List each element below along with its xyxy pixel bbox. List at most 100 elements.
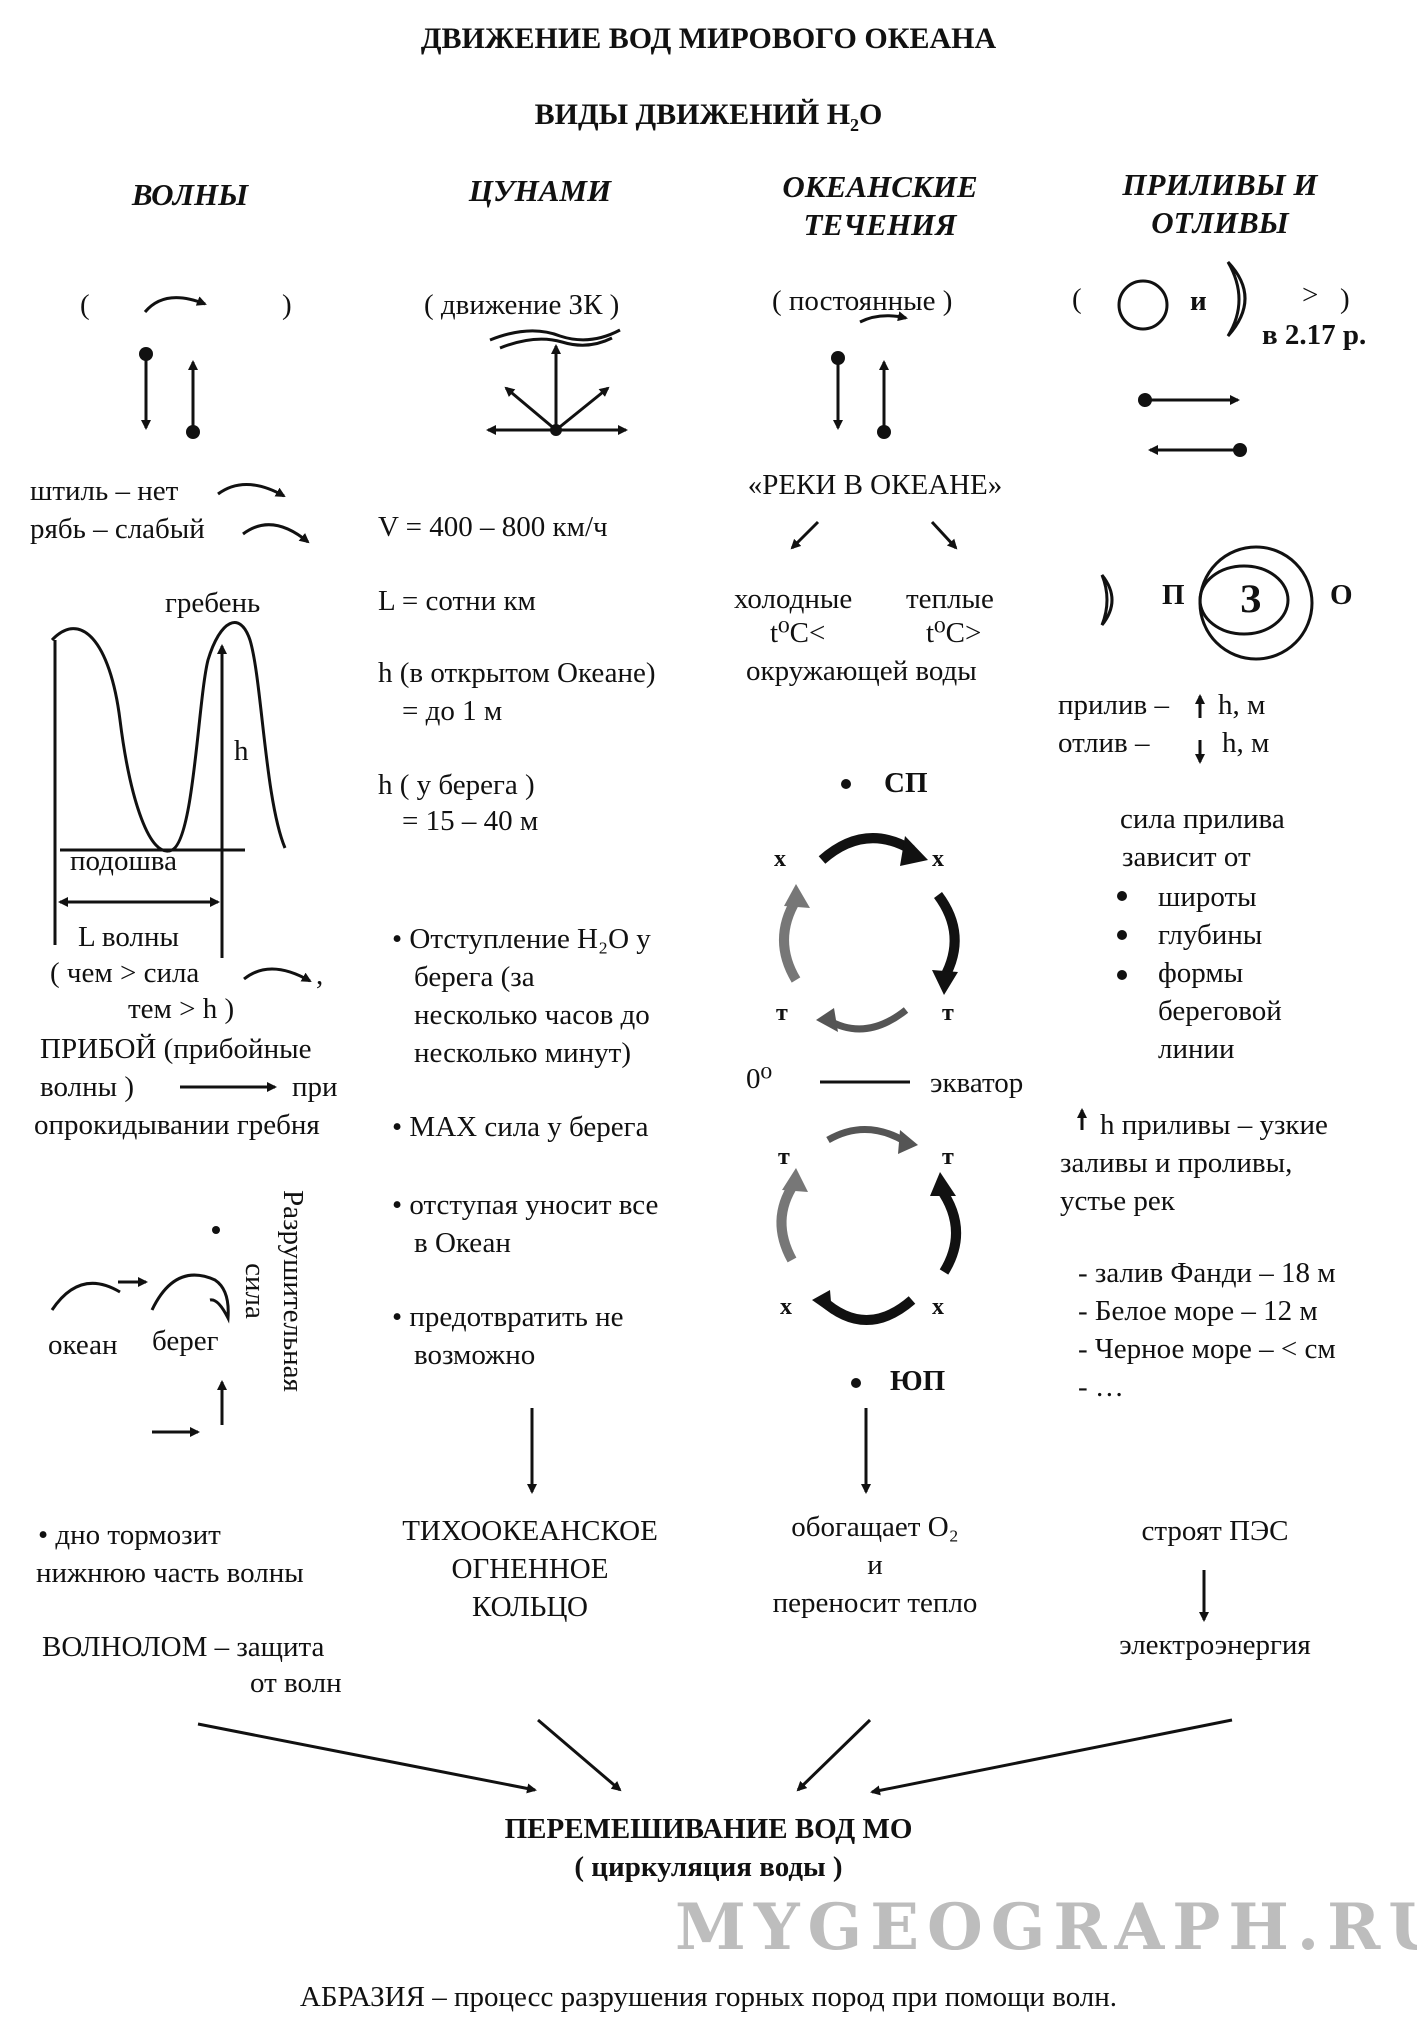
cold-arrow [790, 520, 820, 550]
waves-destructive-2: сила [239, 1263, 271, 1319]
tides-example: - Белое море – 12 м [1078, 1295, 1318, 1327]
tides-example: - … [1078, 1371, 1124, 1403]
gyre-label-x: x [774, 846, 786, 872]
tides-high-3: устье рек [1060, 1185, 1175, 1217]
page-title: ДВИЖЕНИЕ ВОД МИРОВОГО ОКЕАНА [420, 22, 997, 55]
warm-arrow [930, 520, 958, 550]
force-wind-arrow [243, 967, 312, 983]
conv-arrow-1 [197, 1722, 537, 1794]
tsunami-bullet-line: берега (за [414, 961, 535, 993]
dot [550, 424, 562, 436]
gyre-label-t: т [942, 1000, 954, 1026]
gyre-label-t: т [776, 1000, 788, 1026]
tsunami-bullet-line: возможно [414, 1339, 536, 1371]
tides-force-1: сила прилива [1120, 803, 1285, 835]
waves-crest: гребень [165, 587, 261, 619]
tides-factor: береговой [1158, 995, 1282, 1027]
tsunami-bullet-line: несколько часов до [414, 999, 650, 1031]
tides-factor: линии [1158, 1033, 1235, 1065]
tides-example: - залив Фанди – 18 м [1078, 1257, 1336, 1289]
conv-arrow-2 [537, 1718, 622, 1792]
header-tides-1: ПРИЛИВЫ И [1122, 167, 1318, 202]
conclusion-subtitle: ( циркуляция воды ) [574, 1851, 843, 1883]
currents-cold-t: t⁰C< [770, 617, 826, 649]
south-gyre [776, 1126, 961, 1325]
waves-rule-2: тем > h ) [128, 993, 235, 1025]
gyre-label-t: т [778, 1144, 790, 1170]
waves-breakwater-2: от волн [250, 1667, 342, 1699]
tides-gt: > [1302, 279, 1319, 311]
header-waves: ВОЛНЫ [131, 177, 249, 212]
earth-icon [1198, 545, 1314, 661]
waves-shore: берег [152, 1325, 219, 1357]
tides-and: и [1190, 285, 1207, 317]
crust-line-2 [499, 336, 613, 350]
tides-force-2: зависит от [1122, 841, 1251, 873]
tides-example: - Черное море – < см [1078, 1333, 1336, 1365]
conv-arrow-4 [870, 1718, 1233, 1796]
header-tsunami: ЦУНАМИ [468, 173, 612, 208]
wave-profile [50, 621, 287, 853]
tsunami-bullet-line: в Океан [414, 1227, 511, 1259]
dot [841, 779, 851, 789]
gyre-label-x: x [932, 1294, 944, 1320]
gyre-label-t: т [942, 1144, 954, 1170]
subtitle-end: O [859, 98, 883, 131]
tides-high-2: заливы и проливы, [1060, 1147, 1293, 1179]
dot [186, 425, 200, 439]
tides-paren-close: ) [1340, 283, 1350, 315]
dot [139, 347, 153, 361]
tides-ebb-h: h, м [1222, 727, 1270, 759]
gyre-label-x: x [932, 846, 944, 872]
dot [1117, 930, 1127, 940]
dot [1117, 891, 1127, 901]
conv-arrow-3 [796, 1718, 872, 1792]
tides-p: П [1162, 579, 1185, 611]
dot [831, 351, 845, 365]
dot [1233, 443, 1247, 457]
dot [1138, 393, 1152, 407]
conclusion-title: ПЕРЕМЕШИВАНИЕ ВОД МО [504, 1813, 913, 1845]
dot [877, 425, 891, 439]
waves-surf-2a: волны ) [40, 1071, 134, 1103]
subtitle-main: ВИДЫ ДВИЖЕНИЙ H [534, 98, 851, 131]
tsunami-h-open-1: h (в открытом Океане) [378, 657, 656, 689]
tides-result-2: электроэнергия [1119, 1629, 1311, 1661]
waves-calm: штиль – нет [30, 475, 179, 507]
ripple-wind-arrow [242, 523, 310, 544]
tsunami-speed: V = 400 – 800 км/ч [378, 511, 608, 543]
tsunami-up-right [555, 386, 610, 432]
tsunami-bullet-line: • Отступление H₂O у [392, 923, 651, 955]
tides-flow-h: h, м [1218, 689, 1266, 721]
waves-surf-2b: при [292, 1071, 338, 1103]
waves-ripple: рябь – слабый [30, 513, 205, 545]
dot [1117, 970, 1127, 980]
north-gyre [779, 833, 960, 1033]
currents-result-3: переносит тепло [772, 1587, 978, 1619]
header-tides-2: ОТЛИВЫ [1151, 205, 1289, 240]
sun-icon [1117, 279, 1169, 331]
waves-h: h [234, 735, 249, 767]
tides-factor: глубины [1158, 919, 1263, 951]
tides-times: в 2.17 р. [1262, 319, 1367, 351]
tsunami-h-shore-2: = 15 – 40 м [402, 805, 539, 837]
abrasion-definition: АБРАЗИЯ – процесс разрушения горных поро… [299, 1981, 1118, 2013]
currents-warm-t: t⁰C> [926, 617, 982, 649]
ocean-wave [50, 1281, 121, 1311]
shore-wave [150, 1273, 230, 1324]
waves-bottom-1: • дно тормозит [38, 1519, 221, 1551]
tides-factor: широты [1158, 881, 1257, 913]
waves-destructive-1: Разрушительная [277, 1190, 309, 1392]
waves-length: L волны [78, 921, 179, 953]
waves-paren-close: ) [282, 289, 292, 321]
currents-zero: 0⁰ [746, 1063, 773, 1095]
moon-small-icon [1100, 574, 1114, 626]
tsunami-result-2: ОГНЕННОЕ [451, 1553, 609, 1585]
waves-breakwater-1: ВОЛНОЛОМ – защита [42, 1631, 325, 1663]
header-currents-2: ТЕЧЕНИЯ [803, 207, 957, 242]
current-arrow [859, 311, 908, 324]
tides-earth: З [1240, 576, 1262, 621]
tides-ebb: отлив – [1058, 727, 1150, 759]
tsunami-bullet-line: • предотвратить не [392, 1301, 624, 1333]
waves-surf-1: ПРИБОЙ (прибойные [40, 1033, 312, 1065]
